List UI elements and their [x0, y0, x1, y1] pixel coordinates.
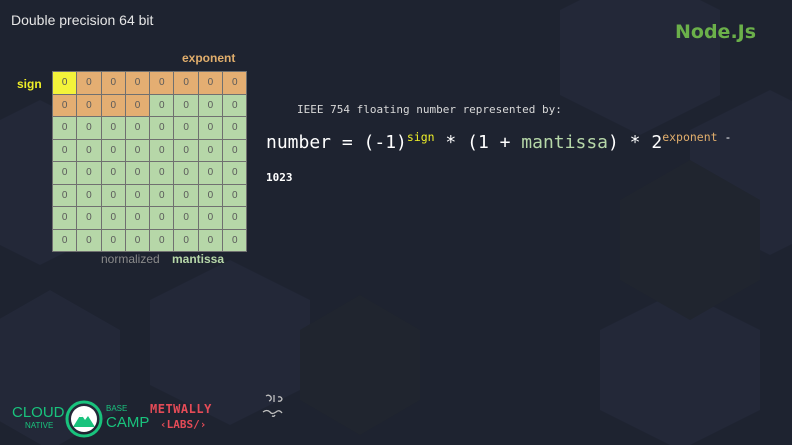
mantissa-bit-cell: 0 — [223, 94, 247, 116]
formula-number-part: number = (-1) — [266, 132, 407, 153]
mantissa-bit-cell: 0 — [174, 229, 198, 251]
exponent-bit-cell: 0 — [150, 72, 174, 94]
mantissa-bit-cell: 0 — [223, 139, 247, 161]
mantissa-bit-cell: 0 — [174, 94, 198, 116]
mantissa-bit-cell: 0 — [223, 117, 247, 139]
mantissa-bit-cell: 0 — [101, 117, 125, 139]
exponent-bit-cell: 0 — [53, 94, 77, 116]
mantissa-bit-cell: 0 — [223, 207, 247, 229]
mantissa-bit-cell: 0 — [198, 139, 223, 161]
mantissa-bit-cell: 0 — [125, 117, 150, 139]
formula-bias: 1023 — [266, 171, 293, 184]
logo-metwally-text: METWALLY — [150, 402, 212, 416]
mantissa-bit-cell: 0 — [198, 229, 223, 251]
mantissa-bit-cell: 0 — [174, 117, 198, 139]
mantissa-bit-cell: 0 — [77, 117, 101, 139]
mantissa-bit-cell: 0 — [53, 184, 77, 206]
mantissa-bit-cell: 0 — [150, 162, 174, 184]
mantissa-bit-cell: 0 — [101, 207, 125, 229]
formula-end-part: ) * 2 — [608, 132, 663, 153]
exponent-label: exponent — [182, 51, 236, 65]
mantissa-bit-cell: 0 — [150, 117, 174, 139]
mantissa-bit-cell: 0 — [53, 229, 77, 251]
mantissa-bit-cell: 0 — [53, 162, 77, 184]
mantissa-bit-cell: 0 — [77, 229, 101, 251]
mantissa-bit-cell: 0 — [77, 162, 101, 184]
mantissa-bit-cell: 0 — [101, 229, 125, 251]
logo-cloud-text: CLOUD — [12, 404, 65, 421]
mantissa-bit-cell: 0 — [150, 184, 174, 206]
mantissa-bit-cell: 0 — [223, 229, 247, 251]
mantissa-bit-cell: 0 — [101, 184, 125, 206]
slide-title: Double precision 64 bit — [11, 12, 154, 28]
mantissa-bit-cell: 0 — [77, 139, 101, 161]
exponent-bit-cell: 0 — [77, 72, 101, 94]
mantissa-bit-cell: 0 — [150, 207, 174, 229]
formula-mantissa: mantissa — [521, 132, 608, 153]
logo-camp-text: CAMP — [106, 414, 150, 431]
sign-bit-cell: 0 — [53, 72, 77, 94]
mantissa-bit-cell: 0 — [174, 207, 198, 229]
mantissa-bit-cell: 0 — [198, 162, 223, 184]
mantissa-bit-cell: 0 — [150, 229, 174, 251]
mantissa-bit-cell: 0 — [77, 184, 101, 206]
mantissa-bit-cell: 0 — [101, 139, 125, 161]
mantissa-bit-cell: 0 — [198, 94, 223, 116]
float-formula: number = (-1)sign * (1 + mantissa) * 2ex… — [266, 131, 766, 153]
exponent-bit-cell: 0 — [198, 72, 223, 94]
mantissa-bit-cell: 0 — [174, 184, 198, 206]
mantissa-bit-cell: 0 — [125, 162, 150, 184]
bit-grid: 0 0 0 0 0 0 0 0 0 0 0 0 0 0 0 0 0 0 0 0 … — [52, 71, 248, 252]
mantissa-bit-cell: 0 — [101, 162, 125, 184]
exponent-bit-cell: 0 — [101, 94, 125, 116]
nodejs-brand: Node.Js — [675, 21, 757, 43]
mantissa-bit-cell: 0 — [223, 162, 247, 184]
mantissa-bit-cell: 0 — [198, 117, 223, 139]
handwritten-signature — [262, 394, 283, 417]
mantissa-bit-cell: 0 — [174, 139, 198, 161]
logo-base-text: BASE — [106, 404, 128, 413]
ieee-caption: IEEE 754 floating number represented by: — [297, 103, 562, 116]
exponent-bit-cell: 0 — [77, 94, 101, 116]
mantissa-label: mantissa — [172, 252, 225, 266]
formula-exponent-sup: exponent — [662, 130, 718, 144]
exponent-bit-cell: 0 — [125, 72, 150, 94]
mantissa-bit-cell: 0 — [198, 207, 223, 229]
mantissa-bit-cell: 0 — [198, 184, 223, 206]
mantissa-bit-cell: 0 — [125, 184, 150, 206]
metwally-labs-logo: METWALLY ‹LABS/› — [150, 402, 225, 438]
exponent-bit-cell: 0 — [101, 72, 125, 94]
exponent-bit-cell: 0 — [125, 94, 150, 116]
formula-mid-part: * (1 + — [434, 132, 522, 153]
logo-native-text: NATIVE — [25, 421, 54, 430]
mantissa-bit-cell: 0 — [53, 139, 77, 161]
mountain-badge-icon — [65, 400, 103, 438]
mantissa-bit-cell: 0 — [77, 207, 101, 229]
mantissa-bit-cell: 0 — [125, 229, 150, 251]
cloud-native-base-camp-logo: CLOUD NATIVE BASE CAMP — [12, 400, 149, 440]
normalized-label: normalized — [101, 252, 160, 266]
mantissa-bit-cell: 0 — [125, 139, 150, 161]
mantissa-bit-cell: 0 — [125, 207, 150, 229]
mantissa-bit-cell: 0 — [150, 94, 174, 116]
mantissa-bit-cell: 0 — [174, 162, 198, 184]
formula-minus-sup: - — [717, 130, 732, 144]
mantissa-bit-cell: 0 — [53, 207, 77, 229]
formula-sign-exponent: sign — [406, 130, 435, 144]
mantissa-bit-cell: 0 — [150, 139, 174, 161]
exponent-bit-cell: 0 — [174, 72, 198, 94]
mantissa-bit-cell: 0 — [53, 117, 77, 139]
sign-label: sign — [17, 77, 42, 91]
exponent-bit-cell: 0 — [223, 72, 247, 94]
logo-labs-text: ‹LABS/› — [160, 418, 207, 431]
mantissa-bit-cell: 0 — [223, 184, 247, 206]
